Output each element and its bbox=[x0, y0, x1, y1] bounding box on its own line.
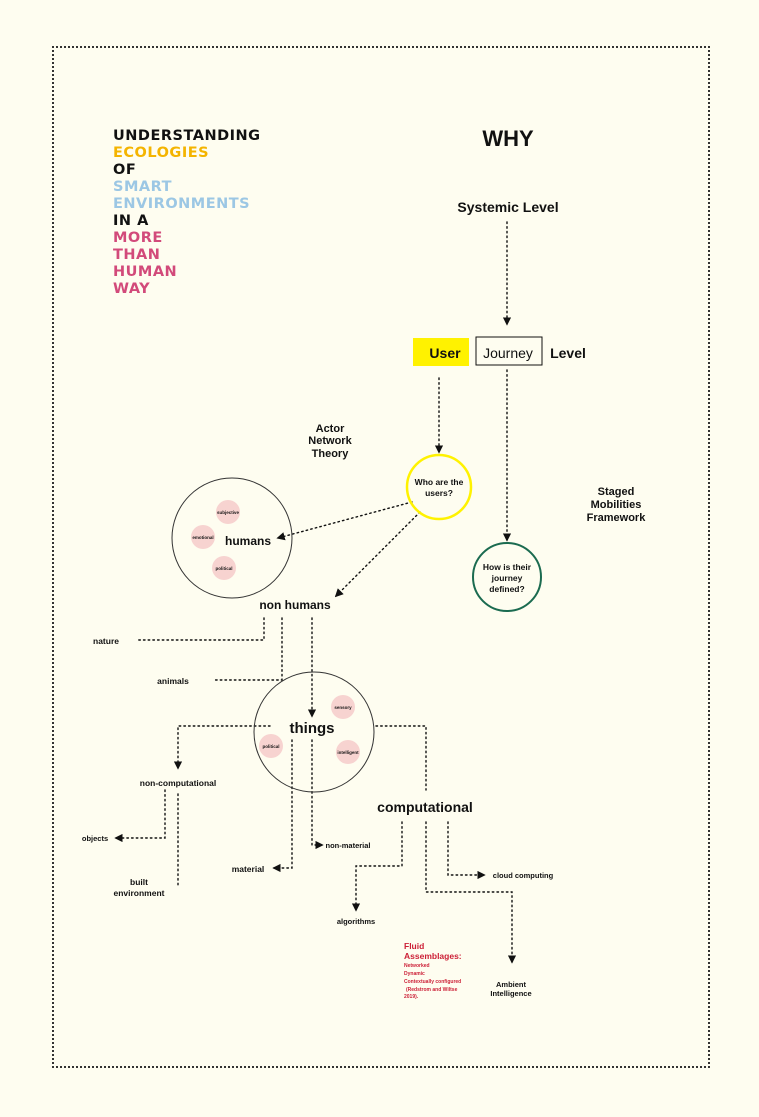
who-users-line-2: users? bbox=[425, 488, 453, 498]
connector-animals bbox=[213, 617, 283, 681]
title-line-4: SMART bbox=[113, 179, 172, 195]
things-label: things bbox=[290, 720, 335, 737]
bubble-emotional bbox=[191, 525, 215, 549]
who-users-line-1: Who are the bbox=[415, 477, 464, 487]
fluid-line-2: Dynamic bbox=[404, 971, 425, 977]
level-label: Level bbox=[550, 345, 586, 361]
bubble-sensory-label: sensory bbox=[334, 705, 352, 710]
nature-label: nature bbox=[93, 636, 119, 646]
journey-box bbox=[475, 336, 543, 366]
connector-objects bbox=[114, 789, 166, 843]
who-users-circle bbox=[405, 453, 473, 521]
journey-defined-line-2: journey bbox=[491, 573, 523, 583]
bubble-emotional-label: emotional bbox=[192, 535, 213, 540]
computational-label: computational bbox=[377, 799, 473, 815]
connector-nature bbox=[135, 617, 265, 641]
fluid-line-3: Contextually configured bbox=[404, 979, 461, 985]
fluid-line-4: (Redstrom and Wiltse bbox=[406, 987, 458, 993]
ambient-intelligence-line-2: Intelligence bbox=[490, 989, 531, 998]
humans-label: humans bbox=[225, 534, 271, 548]
title-line-10: WAY bbox=[113, 281, 151, 297]
bubble-intelligent bbox=[336, 740, 360, 764]
journey-label: Journey bbox=[483, 345, 533, 361]
built-environment-line-1: built bbox=[130, 877, 148, 887]
built-environment-line-2: environment bbox=[113, 888, 164, 898]
actor-network-theory-line-2: Network bbox=[308, 435, 352, 447]
staged-mobilities-line-2: Mobilities bbox=[591, 499, 642, 511]
fluid-line-1: Networked bbox=[404, 963, 430, 969]
humans-circle bbox=[171, 477, 293, 599]
title-line-3: OF bbox=[113, 162, 137, 178]
title-line-6: IN A bbox=[113, 213, 149, 229]
bubble-political-humans-label: political bbox=[215, 566, 232, 571]
objects-label: objects bbox=[82, 834, 108, 843]
connector-material bbox=[272, 739, 293, 873]
user-highlight-box bbox=[413, 338, 469, 366]
fluid-line-5: 2019). bbox=[404, 994, 419, 1000]
things-circle bbox=[253, 671, 375, 793]
journey-defined-line-1: How is their bbox=[483, 562, 532, 572]
staged-mobilities-line-3: Framework bbox=[587, 512, 647, 524]
page-frame bbox=[52, 46, 710, 1068]
why-heading: WHY bbox=[482, 126, 534, 151]
algorithms-label: algorithms bbox=[337, 917, 375, 926]
bubble-subjective bbox=[216, 500, 240, 524]
bubble-intelligent-label: intelligent bbox=[337, 750, 359, 755]
bubble-sensory bbox=[331, 695, 355, 719]
bubble-political-humans bbox=[212, 556, 236, 580]
animals-label: animals bbox=[157, 676, 189, 686]
systemic-level-label: Systemic Level bbox=[457, 199, 558, 215]
connector-things-to-computational bbox=[375, 725, 427, 791]
material-label: material bbox=[232, 864, 265, 874]
connector-who-to-nonhumans bbox=[334, 511, 421, 598]
bubble-political-things-label: political bbox=[262, 744, 279, 749]
connector-who-to-humans bbox=[276, 501, 413, 541]
actor-network-theory-line-3: Theory bbox=[312, 448, 350, 460]
connector-ambient bbox=[425, 821, 517, 964]
user-label: User bbox=[429, 345, 461, 361]
title-line-8: THAN bbox=[113, 247, 161, 263]
fluid-heading-line-1: Fluid bbox=[404, 941, 424, 951]
title-line-2: ECOLOGIES bbox=[113, 145, 210, 161]
title-line-5: ENVIRONMENTS bbox=[113, 196, 251, 212]
cloud-computing-label: cloud computing bbox=[493, 871, 554, 880]
ambient-intelligence-line-1: Ambient bbox=[496, 980, 527, 989]
title-line-9: HUMAN bbox=[113, 264, 178, 280]
actor-network-theory-line-1: Actor bbox=[316, 423, 345, 435]
journey-defined-line-3: defined? bbox=[489, 584, 524, 594]
journey-defined-circle bbox=[472, 542, 542, 612]
non-computational-label: non-computational bbox=[140, 778, 217, 788]
non-material-label: non-material bbox=[325, 841, 370, 850]
staged-mobilities-line-1: Staged bbox=[598, 486, 635, 498]
bubble-subjective-label: subjective bbox=[217, 510, 240, 515]
title-line-7: MORE bbox=[113, 230, 163, 246]
title-line-1: UNDERSTANDING bbox=[113, 128, 261, 144]
bubble-political-things bbox=[259, 734, 283, 758]
connector-cloud bbox=[447, 821, 486, 880]
non-humans-label: non humans bbox=[259, 598, 331, 612]
connector-non-material bbox=[311, 739, 324, 850]
fluid-heading-line-2: Assemblages: bbox=[404, 951, 462, 961]
connector-algorithms bbox=[351, 821, 403, 912]
